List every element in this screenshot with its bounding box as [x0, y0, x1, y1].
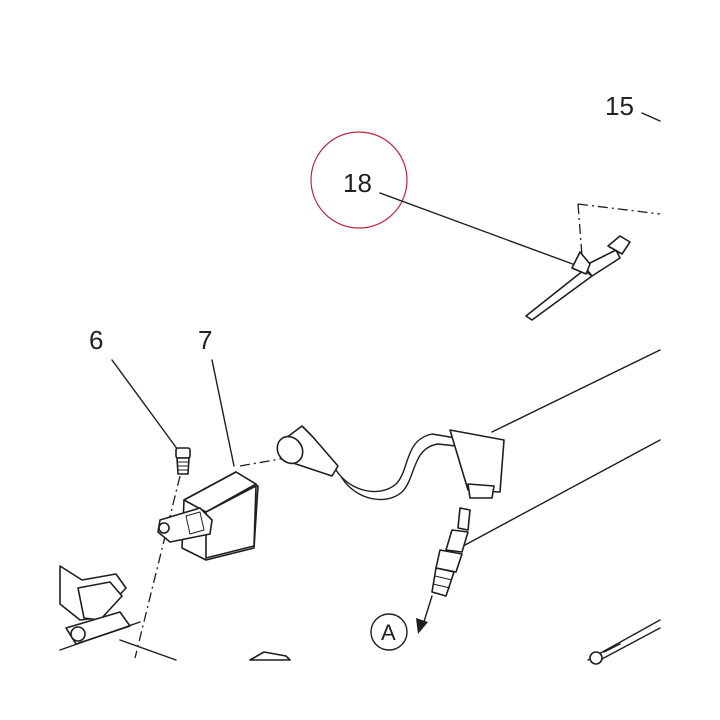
callout-7-label: 7: [198, 325, 212, 355]
view-a-arrow: [416, 595, 433, 634]
alignment-line-tie: [577, 203, 583, 257]
view-a-label: A: [381, 620, 396, 645]
callout-6-label: 6: [89, 325, 103, 355]
cable-tie: [525, 235, 631, 321]
frame-bracket: [59, 565, 177, 661]
coil-boot: [276, 425, 339, 477]
callout-15-label: 15: [605, 91, 634, 121]
leader-line-7: [211, 359, 235, 467]
lower-fragment: [249, 651, 291, 661]
ignition-coil: [157, 471, 259, 561]
spark-plug-cap: [449, 429, 505, 499]
alignment-line-bolt: [134, 475, 181, 659]
callout-18-highlight: [310, 131, 408, 229]
high-tension-lead: [335, 433, 457, 493]
spark-plug: [431, 507, 471, 597]
frame-tube: [587, 619, 661, 665]
view-a-marker: A: [370, 613, 408, 651]
alignment-line-coil: [239, 457, 287, 467]
bolt: [175, 447, 191, 475]
leader-line-18: [379, 192, 579, 267]
leader-line-spark-plug: [451, 439, 661, 553]
leader-line-15: [641, 112, 661, 122]
alignment-line-upper: [577, 203, 661, 215]
high-tension-lead-inner: [341, 443, 457, 501]
leader-line-coil-lead: [491, 349, 661, 433]
leader-line-6: [111, 359, 179, 451]
callout-18-label: 18: [343, 168, 372, 198]
